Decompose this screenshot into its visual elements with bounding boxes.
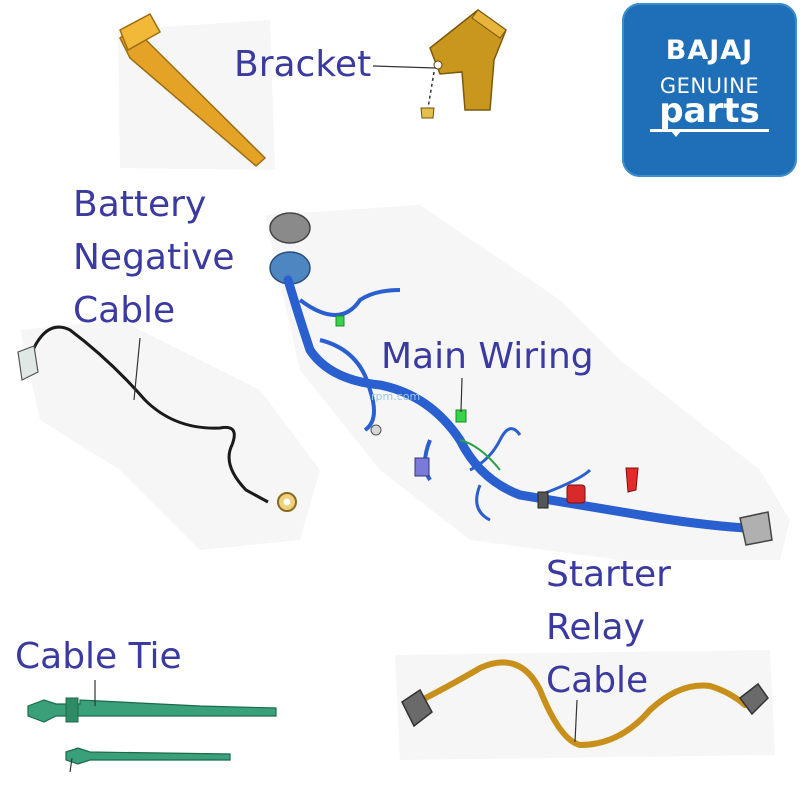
label-starter-line-1: Starter [546,554,671,595]
main-wiring-harness-icon [269,212,773,546]
small-bracket-icon [372,9,507,119]
label-cable-tie: Cable Tie [15,636,182,677]
label-starter-line-3: Cable [546,660,649,701]
label-battery-negative-cable: Battery Negative Cable [73,178,235,337]
label-starter-relay-cable: Starter Relay Cable [546,548,671,707]
watermark-text: rpm.com [371,390,421,403]
label-main-wiring: Main Wiring [381,336,594,377]
logo-brand-text: BAJAJ [665,35,754,66]
label-battery-line-1: Battery [73,184,207,225]
logo-parts-text: parts [659,91,760,131]
background-blobs [20,20,790,760]
label-battery-line-2: Negative [73,237,235,278]
logo-genuine-text: GENUINE [659,74,760,98]
starter-relay-cable-icon [401,659,769,749]
logo-tick-icon [671,131,681,137]
bracket-part-icon [119,12,267,167]
label-bracket: Bracket [234,44,372,85]
logo-underline [650,129,769,132]
bajaj-genuine-parts-logo: BAJAJ GENUINE parts [622,3,797,177]
battery-negative-cable-icon [17,325,297,512]
label-battery-line-3: Cable [73,290,176,331]
label-starter-line-2: Relay [546,607,645,648]
cable-tie-icon [27,680,277,773]
